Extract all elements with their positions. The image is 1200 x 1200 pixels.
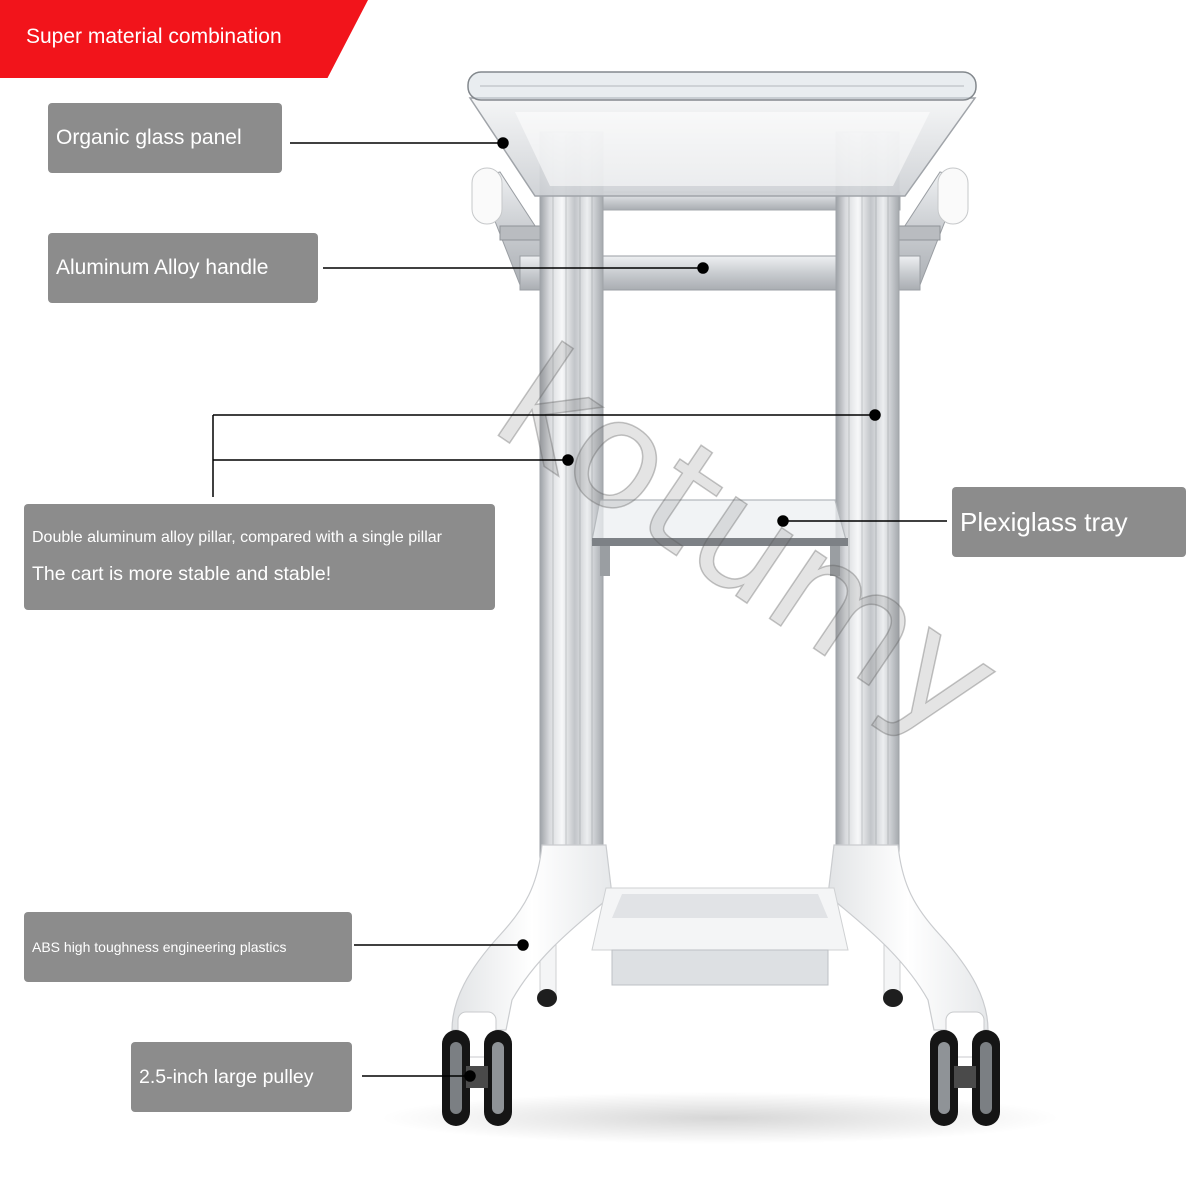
leader-lines (212, 137, 947, 1082)
left-pillar (539, 131, 604, 873)
wheel-hub (492, 1042, 504, 1114)
callout-aluminum-alloy-handle: Aluminum Alloy handle (48, 233, 318, 303)
double-pillars (539, 131, 900, 873)
tray-support (592, 538, 848, 546)
right-pillar (835, 131, 900, 873)
leader-dot-left-pillar (562, 454, 574, 466)
callout-label: Plexiglass tray (960, 506, 1128, 537)
leader-dot-handle (697, 262, 709, 274)
front-right-pulley (930, 1011, 1000, 1126)
callout-label: Organic glass panel (56, 126, 242, 149)
callout-label: ABS high toughness engineering plastics (32, 939, 287, 955)
callout-label: Aluminum Alloy handle (56, 256, 269, 279)
wheel-hub (450, 1042, 462, 1114)
wheel-axle (954, 1066, 976, 1088)
handle-right-cap (937, 167, 969, 225)
handle-right-joint (897, 225, 941, 241)
floor-shadow (380, 1092, 1060, 1144)
banner: Super material combination (0, 0, 368, 78)
base-right-leg (827, 844, 989, 1031)
wheel-hub (938, 1042, 950, 1114)
base-left-leg (451, 844, 613, 1031)
leader-dot-abs (517, 939, 529, 951)
callout-pulley: 2.5-inch large pulley (131, 1042, 352, 1112)
leader-dot-pulley (464, 1070, 476, 1082)
abs-base (451, 844, 989, 1031)
panel-highlight (515, 112, 930, 186)
plexiglass-tray (591, 499, 848, 576)
leader-dot-tray (777, 515, 789, 527)
callout-label: 2.5-inch large pulley (139, 1065, 314, 1088)
leader-dot-panel (497, 137, 509, 149)
bottom-basket-front (611, 949, 829, 986)
callout-plexiglass-tray: Plexiglass tray (952, 487, 1186, 557)
wheel-hub (980, 1042, 992, 1114)
callout-organic-glass-panel: Organic glass panel (48, 103, 282, 173)
back-left-wheel (537, 989, 557, 1007)
handle-left-cap (471, 167, 503, 225)
pillar-grooves (552, 135, 889, 870)
back-right-wheel (883, 989, 903, 1007)
banner-title: Super material combination (26, 25, 282, 48)
leader-dot-right-pillar (869, 409, 881, 421)
callout-label-line1: Double aluminum alloy pillar, compared w… (32, 528, 442, 546)
top-panel (467, 71, 977, 225)
tray-right-bracket (830, 546, 840, 576)
tray-left-bracket (600, 546, 610, 576)
callout-label-line2: The cart is more stable and stable! (32, 562, 332, 585)
callout-abs-plastics: ABS high toughness engineering plastics (24, 912, 352, 982)
front-left-pulley (442, 1011, 512, 1126)
bottom-basket-inner (612, 894, 828, 918)
callout-double-pillar: Double aluminum alloy pillar, compared w… (24, 504, 495, 610)
handle-left-joint (499, 225, 543, 241)
